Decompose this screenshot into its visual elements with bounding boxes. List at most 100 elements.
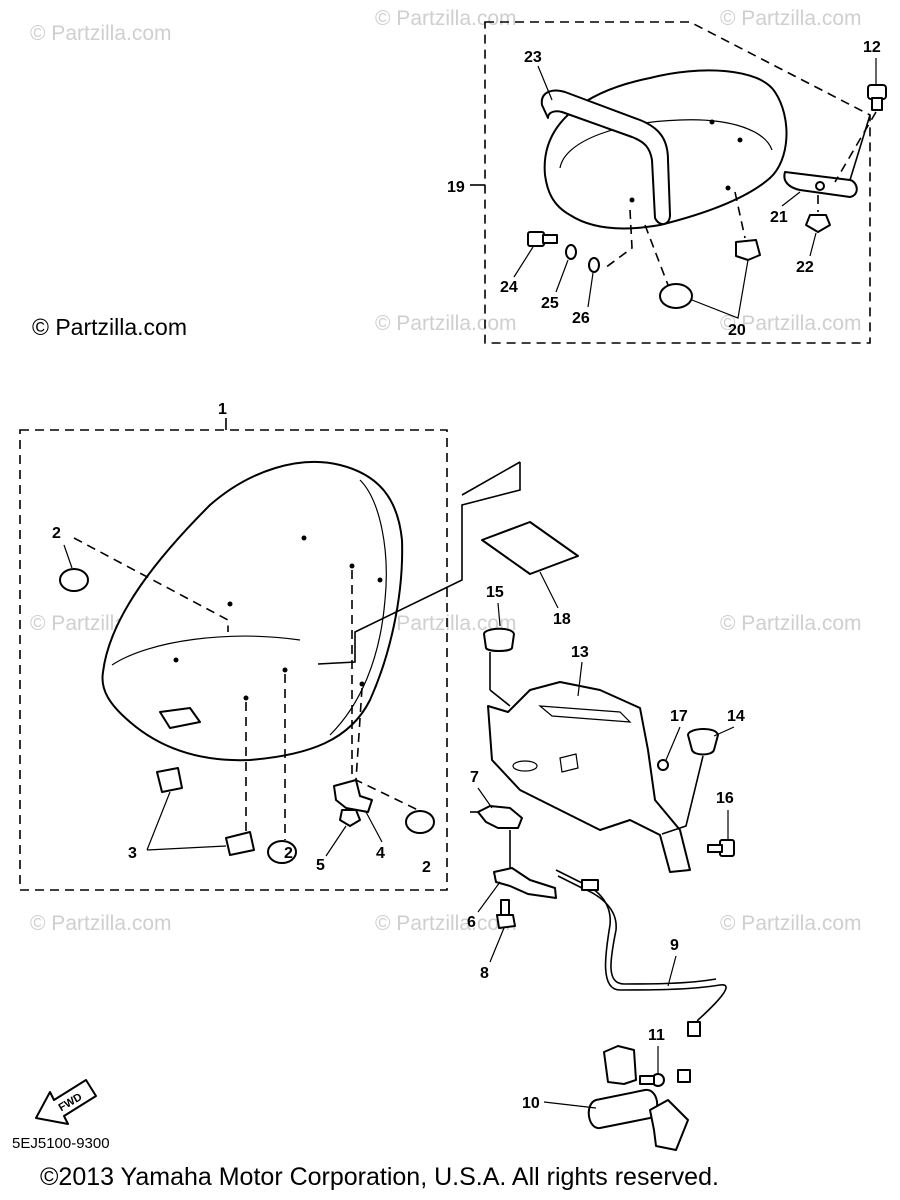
callout-5: 5: [316, 857, 325, 874]
seat-seam: [111, 635, 301, 666]
main-seat-group: [19, 418, 448, 891]
label-18-frame-top: [461, 461, 521, 496]
callout-4: 4: [376, 845, 385, 862]
rear-seat-boundary: [484, 21, 871, 344]
leader-15: [497, 602, 501, 627]
lock-nut: [677, 1069, 691, 1083]
callout-14: 14: [727, 708, 745, 725]
leader-20-dash: [734, 191, 746, 239]
lock-cable-outer: [557, 875, 717, 985]
callout-3: 3: [128, 845, 137, 862]
seat-bracket: [487, 681, 691, 873]
seat-lock-key: [649, 1099, 689, 1151]
main-seat-boundary: [19, 429, 448, 891]
callout-15: 15: [486, 584, 504, 601]
rear-seat-hole: [629, 197, 635, 203]
nut-plate: [156, 767, 183, 793]
callout-7: 7: [470, 769, 479, 786]
bracket-hole: [512, 760, 538, 772]
callout-13: 13: [571, 644, 589, 661]
washer-26: [588, 257, 600, 273]
rear-seat-edge: [559, 119, 773, 169]
label-18-leader-frame: [317, 462, 521, 665]
bracket-7: [477, 805, 523, 829]
callout-24: 24: [500, 279, 518, 296]
main-seat: [101, 461, 404, 762]
bracket-group: [317, 461, 735, 1151]
screw-17: [657, 759, 669, 771]
rear-seat-group: [470, 21, 887, 344]
grab-rail: [540, 89, 671, 226]
cable-end: [687, 1021, 701, 1037]
leader-24-26-dash: [604, 209, 633, 269]
seat-lock-plate: [603, 1045, 637, 1085]
leader-25: [555, 259, 569, 293]
callout-10: 10: [522, 1095, 540, 1112]
watermark-main: © Partzilla.com: [32, 314, 187, 340]
damper-20: [659, 283, 693, 309]
leader-6: [477, 881, 501, 913]
leader-5: [325, 825, 347, 857]
callout-1: 1: [218, 401, 227, 418]
nut-5: [339, 809, 361, 827]
hook-6: [493, 867, 557, 899]
seat-tab: [159, 707, 201, 729]
diagram-code: 5EJ5100-9300: [12, 1135, 110, 1152]
callout-17: 17: [670, 708, 688, 725]
leader-2: [63, 544, 73, 569]
leader-9: [667, 955, 677, 987]
label-18: [481, 521, 579, 575]
leader-20: [691, 259, 749, 319]
callout-6: 6: [467, 914, 476, 931]
damper-2: [405, 810, 435, 834]
damper-2: [267, 840, 297, 864]
fwd-arrow: FWD: [35, 1079, 97, 1125]
callout-19: 19: [447, 179, 465, 196]
leader-20-dash: [644, 224, 669, 286]
seat-side-line: [329, 479, 387, 736]
bolt-8: [496, 899, 516, 929]
callout-22: 22: [796, 259, 814, 276]
leader-22: [809, 232, 817, 257]
stay-hole: [815, 181, 825, 191]
rear-seat-hole: [725, 185, 731, 191]
callout-2: 2: [52, 525, 61, 542]
washer-25: [565, 244, 577, 260]
bolt-16: [707, 839, 735, 857]
leader-3: [146, 791, 227, 851]
callout-26: 26: [572, 310, 590, 327]
watermark: © Partzilla.com: [30, 22, 172, 45]
copyright: ©2013 Yamaha Motor Corporation, U.S.A. A…: [40, 1163, 719, 1191]
leader-7: [477, 787, 493, 809]
callout-25: 25: [541, 295, 559, 312]
damper-2: [59, 568, 89, 592]
cable-end: [581, 879, 599, 891]
seat-holes: [173, 535, 383, 701]
callout-18: 18: [553, 611, 571, 628]
leader-4: [365, 811, 383, 843]
leader-18: [539, 571, 559, 609]
damper-20: [735, 239, 761, 261]
callout-21: 21: [770, 209, 788, 226]
leader-26: [587, 272, 594, 308]
leader-24: [513, 246, 534, 278]
screw-11: [639, 1073, 665, 1087]
leader-12-dash: [834, 111, 877, 183]
stay-arm: [849, 114, 871, 181]
callout-2: 2: [422, 859, 431, 876]
seat-lock-cylinder: [587, 1088, 659, 1129]
leader-10: [543, 1101, 597, 1109]
nut-22: [805, 214, 831, 233]
bracket-slot: [538, 705, 632, 723]
leader-14: [713, 726, 735, 737]
watermark: © Partzilla.com: [720, 912, 862, 935]
callout-12: 12: [863, 39, 881, 56]
leader-14-line: [661, 755, 704, 835]
watermark: © Partzilla.com: [375, 7, 517, 30]
callout-16: 16: [716, 790, 734, 807]
watermark: © Partzilla.com: [375, 612, 517, 635]
rear-seat-hole: [709, 119, 715, 125]
watermark: © Partzilla.com: [720, 7, 862, 30]
watermark: © Partzilla.com: [720, 312, 862, 335]
